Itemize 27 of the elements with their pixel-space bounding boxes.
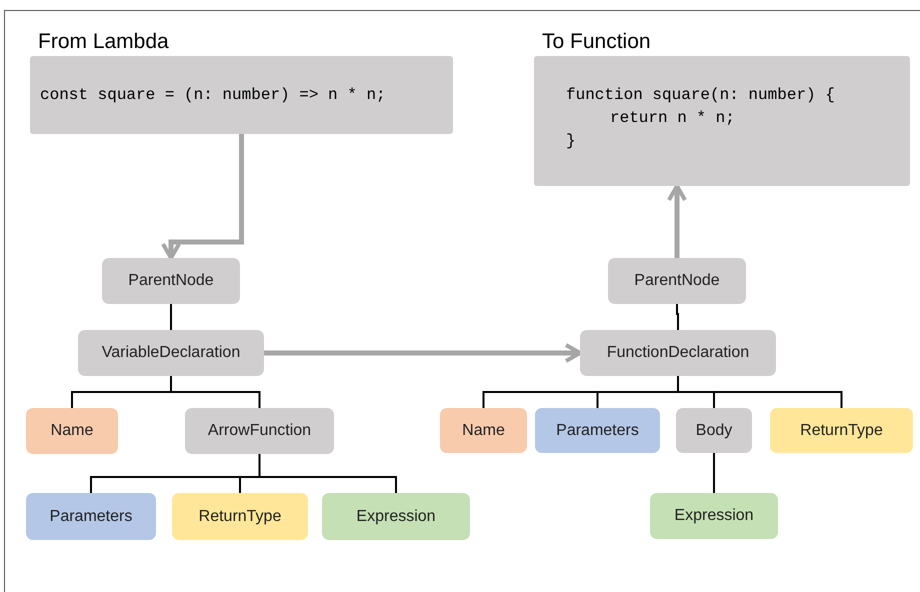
tree-node: Expression	[322, 493, 470, 540]
tree-node: Name	[440, 408, 527, 453]
code-line: function square(n: number) {	[566, 85, 835, 106]
arrow	[264, 343, 582, 363]
tree-node: Parameters	[26, 493, 156, 540]
tree-node: Name	[26, 408, 118, 454]
tree-connector	[170, 304, 172, 330]
code-line: return n * n;	[610, 108, 735, 129]
tree-node: Body	[676, 408, 752, 453]
code-line: const square = (n: number) => n * n;	[40, 84, 386, 106]
tree-node: Expression	[650, 493, 778, 539]
tree-connector	[258, 454, 397, 493]
tree-node: ArrowFunction	[185, 408, 334, 454]
tree-node: VariableDeclaration	[78, 330, 264, 376]
arrow	[161, 134, 244, 260]
tree-node: Parameters	[535, 408, 660, 453]
tree-node: ReturnType	[172, 493, 308, 540]
section-heading: To Function	[542, 29, 652, 55]
section-heading: From Lambda	[38, 29, 170, 55]
tree-node: FunctionDeclaration	[580, 330, 776, 376]
code-line: }	[566, 131, 576, 152]
tree-node: ReturnType	[770, 408, 913, 453]
tree-node: ParentNode	[102, 258, 240, 304]
tree-connector	[676, 304, 679, 330]
arrow	[667, 184, 687, 258]
tree-node: ParentNode	[608, 258, 746, 304]
tree-connector	[713, 453, 715, 493]
